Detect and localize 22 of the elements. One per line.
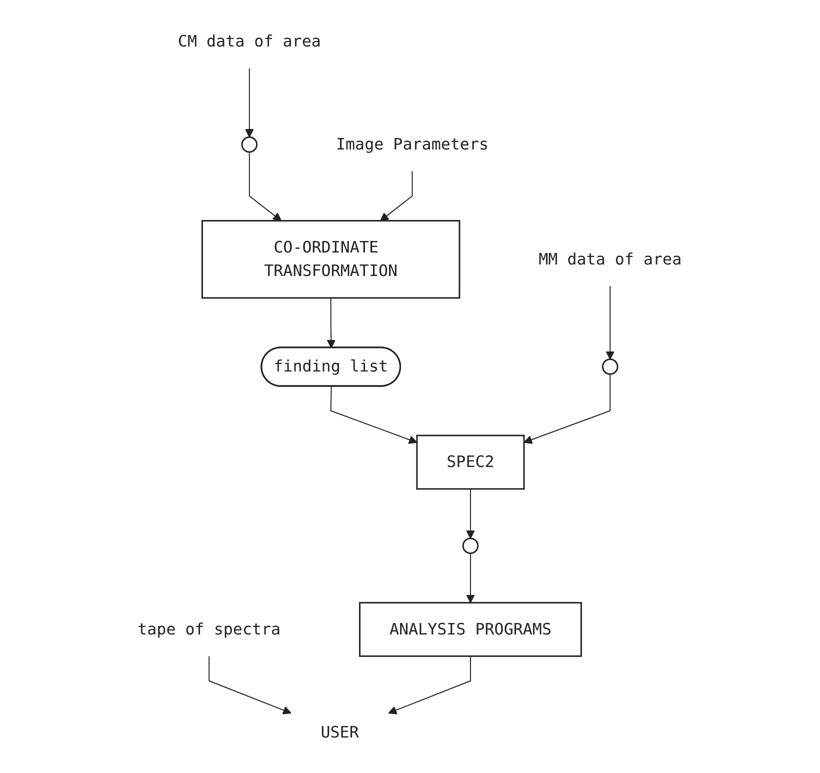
node-text: Image Parameters xyxy=(336,134,489,153)
arrow xyxy=(466,552,476,603)
arrow xyxy=(466,488,476,538)
node-text: MM data of area xyxy=(539,248,682,268)
node-box: CO-ORDINATE TRANSFORMATION xyxy=(202,220,461,298)
arrow xyxy=(388,655,472,714)
node-text: tape of spectra xyxy=(138,619,281,638)
arrow xyxy=(249,150,282,221)
arrow xyxy=(606,285,615,360)
node-text: CM data of area xyxy=(178,31,322,50)
arrow xyxy=(245,67,254,138)
arrow xyxy=(330,386,418,444)
node-circle xyxy=(462,537,480,554)
arrow xyxy=(524,373,611,444)
node-circle xyxy=(242,136,258,152)
node-box: ANALYSIS PROGRAMS xyxy=(359,601,582,656)
arrow xyxy=(327,296,336,348)
arrow xyxy=(380,170,414,221)
node-circle xyxy=(602,358,619,374)
node-box: SPEC2 xyxy=(416,434,526,490)
arrow xyxy=(208,655,292,714)
node-text: USER xyxy=(321,722,360,741)
